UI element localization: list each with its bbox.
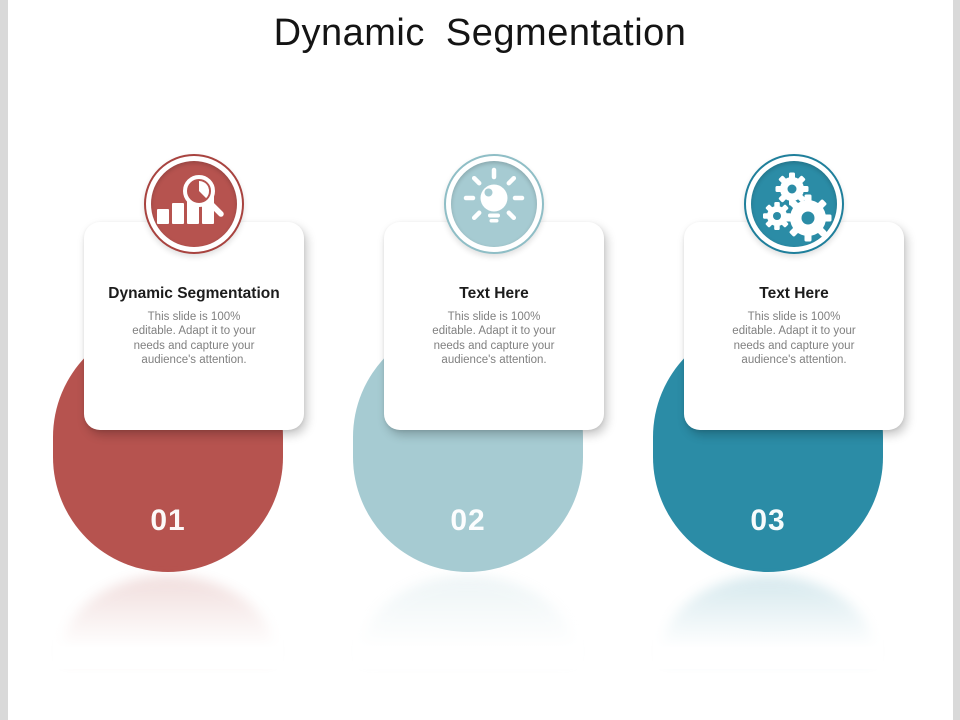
icon-badge (744, 154, 844, 254)
column-01: 01 Dynamic Segmentation This slide is 10… (53, 0, 308, 720)
slide-title: Dynamic Segmentation (273, 12, 687, 54)
info-card: Text Here This slide is 100% editable. A… (384, 222, 604, 430)
info-card: Dynamic Segmentation This slide is 100% … (84, 222, 304, 430)
card-heading: Text Here (459, 285, 529, 302)
shape-reflection-fade (53, 574, 283, 669)
icon-badge (444, 154, 544, 254)
card-body-text: This slide is 100% editable. Adapt it to… (132, 311, 256, 367)
slide-right-edge-strip (953, 0, 960, 720)
info-card: Text Here This slide is 100% editable. A… (684, 222, 904, 430)
bar-chart-magnifier-icon (151, 161, 237, 247)
column-03: 03 Text Here This slide is 100% editable… (653, 0, 908, 720)
card-body-text: This slide is 100% editable. Adapt it to… (732, 311, 856, 367)
shape-reflection-fade (353, 574, 583, 669)
step-number: 02 (450, 504, 486, 537)
card-heading: Text Here (759, 285, 829, 302)
icon-badge (144, 154, 244, 254)
slide-left-edge-strip (0, 0, 8, 720)
shape-reflection-fade (653, 574, 883, 669)
card-body-text: This slide is 100% editable. Adapt it to… (432, 311, 556, 367)
lightbulb-icon (451, 161, 537, 247)
step-number: 03 (750, 504, 786, 537)
gears-icon (751, 161, 837, 247)
column-02: 02 Text Here This slide is 100% editable… (353, 0, 608, 720)
card-heading: Dynamic Segmentation (108, 285, 280, 302)
step-number: 01 (150, 504, 186, 537)
